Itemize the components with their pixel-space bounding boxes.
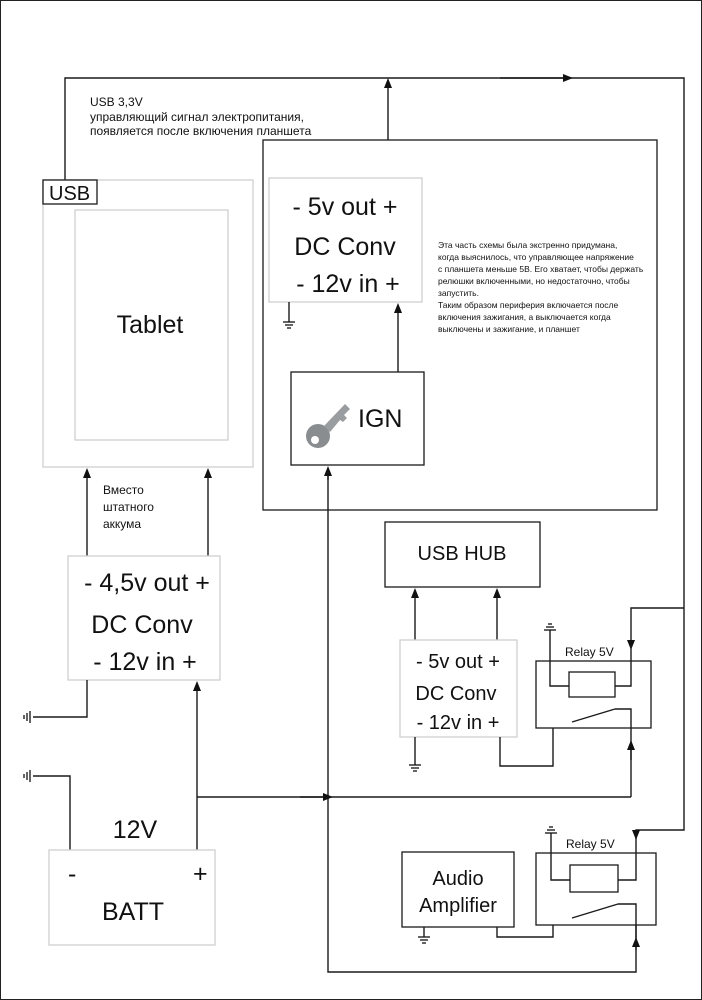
dc-converter-ign [268, 177, 423, 303]
svg-text:когда выяснилось, что управляю: когда выяснилось, что управляющее напряж… [438, 252, 634, 262]
battery-box [48, 849, 216, 946]
battery-label: BATT [102, 898, 164, 926]
relay1-coil [568, 671, 616, 698]
tablet-note-line1: Вместо [103, 483, 144, 497]
dc-converter-tablet [67, 555, 221, 681]
conv-hub-in: - 12v in + [417, 712, 500, 734]
svg-text:релюшки включенными, но недост: релюшки включенными, но недостаточно, чт… [438, 276, 630, 286]
svg-text:Эта часть схемы была экстренно: Эта часть схемы была экстренно придумана… [438, 240, 617, 250]
amp-line2: Amplifier [419, 895, 497, 917]
conv-tablet-in: - 12v in + [93, 648, 197, 676]
conv-hub-out: - 5v out + [416, 651, 500, 673]
conv-ign-name: DC Conv [294, 233, 396, 261]
relay2-switch [571, 903, 619, 919]
usb-port-box [42, 179, 98, 205]
usb-hub-label: USB HUB [418, 543, 507, 565]
conv-ign-in: - 12v in + [296, 270, 400, 298]
battery-plus: + [193, 860, 208, 888]
dc-converter-hub [399, 639, 518, 738]
ignition-label: IGN [358, 405, 402, 433]
usb-note-line3: появляется после включения планшета [90, 124, 312, 138]
key-icon [306, 404, 350, 448]
svg-text:выключены и зажигание, и планш: выключены и зажигание, и планшет [438, 324, 580, 334]
usb-note-line2: управляющий сигнал электропитания, [90, 110, 304, 124]
svg-text:Таким образом периферия включа: Таким образом периферия включается после [438, 300, 618, 310]
conv-tablet-name: DC Conv [91, 611, 193, 639]
conv-ign-out: - 5v out + [293, 193, 398, 221]
usb-hub-box [384, 521, 541, 588]
battery-minus: - [68, 860, 76, 888]
conv-tablet-out: - 4,5v out + [84, 569, 210, 597]
svg-text:включения зажигания, а выключа: включения зажигания, а выключается когда [438, 312, 611, 322]
tablet-note-line3: аккума [103, 517, 141, 531]
tablet-screen [74, 209, 229, 441]
battery-voltage: 12V [113, 816, 158, 844]
usb-note-line1: USB 3,3V [90, 95, 143, 109]
amp-line1: Audio [432, 868, 483, 890]
relay2-coil [569, 864, 619, 893]
tablet-note-line2: штатного [103, 500, 154, 514]
relay1-switch [571, 708, 616, 723]
explanation-note: Эта часть схемы была экстренно придумана… [438, 240, 644, 334]
usb-port-label: USB [49, 183, 90, 205]
conv-hub-name: DC Conv [415, 683, 496, 705]
ignition-box [290, 371, 425, 466]
audio-amplifier-box [401, 851, 515, 928]
relay2-label: Relay 5V [566, 837, 615, 851]
tablet-label: Tablet [117, 311, 184, 339]
svg-text:с планшета меньше 5В. Его хват: с планшета меньше 5В. Его хватает, чтобы… [438, 264, 644, 274]
svg-text:запустить.: запустить. [438, 288, 479, 298]
relay1-label: Relay 5V [565, 645, 614, 659]
